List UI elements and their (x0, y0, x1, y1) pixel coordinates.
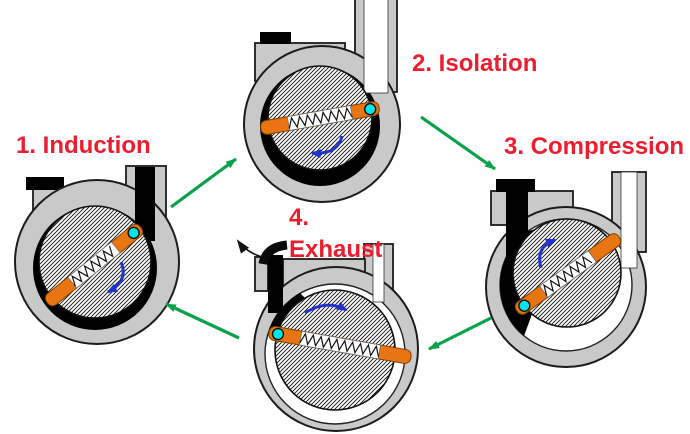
rotation-arrow-icon (310, 135, 344, 159)
rotation-arrow-icon (106, 261, 125, 294)
vane-tip (364, 102, 377, 116)
vane-tip (271, 327, 285, 341)
stage-label-compression: 3. Compression (504, 133, 685, 160)
vane-spring (71, 245, 114, 287)
inlet-passage (372, 243, 385, 303)
stage-label-exhaust-number: 4. (289, 204, 310, 231)
vane (260, 101, 380, 135)
stage-label-isolation: 2. Isolation (412, 50, 538, 77)
flow-arrow-compression-to-exhaust (428, 316, 492, 351)
stage-label-induction: 1. Induction (16, 132, 151, 159)
inlet-passage (363, 0, 389, 94)
rotation-arrow-icon (304, 301, 348, 315)
exhaust-gas-column (268, 255, 283, 313)
vane (514, 233, 622, 315)
vane (268, 326, 412, 364)
vane-tip (127, 226, 140, 240)
rotation-arrow-icon (538, 238, 557, 269)
exhaust-valve-flap (258, 240, 288, 266)
vane-spring (288, 106, 353, 129)
gas-region (269, 293, 305, 330)
inlet-passage (620, 171, 638, 269)
flow-arrow-isolation-to-compression (420, 115, 496, 171)
outlet-port-cap (26, 177, 64, 190)
exhaust-flow-arrow-icon (236, 239, 263, 258)
pump-diagram-isolation (243, 0, 401, 203)
stage-label-exhaust-word: Exhaust (289, 236, 383, 263)
pump-diagram-compression (485, 171, 647, 368)
flow-arrow-induction-to-isolation (170, 157, 237, 209)
flow-arrow-exhaust-to-induction (165, 302, 240, 340)
outlet-port-cap (260, 32, 291, 44)
inlet-gas-column (135, 167, 155, 241)
vane-tip (518, 299, 531, 312)
pump-diagram-induction (14, 165, 180, 345)
vane-spring (543, 255, 593, 296)
pump-diagram-exhaust (236, 239, 419, 432)
vane (44, 223, 144, 307)
stage-label-exhaust: 4. Exhaust (289, 202, 382, 266)
vane-spring (299, 332, 380, 358)
